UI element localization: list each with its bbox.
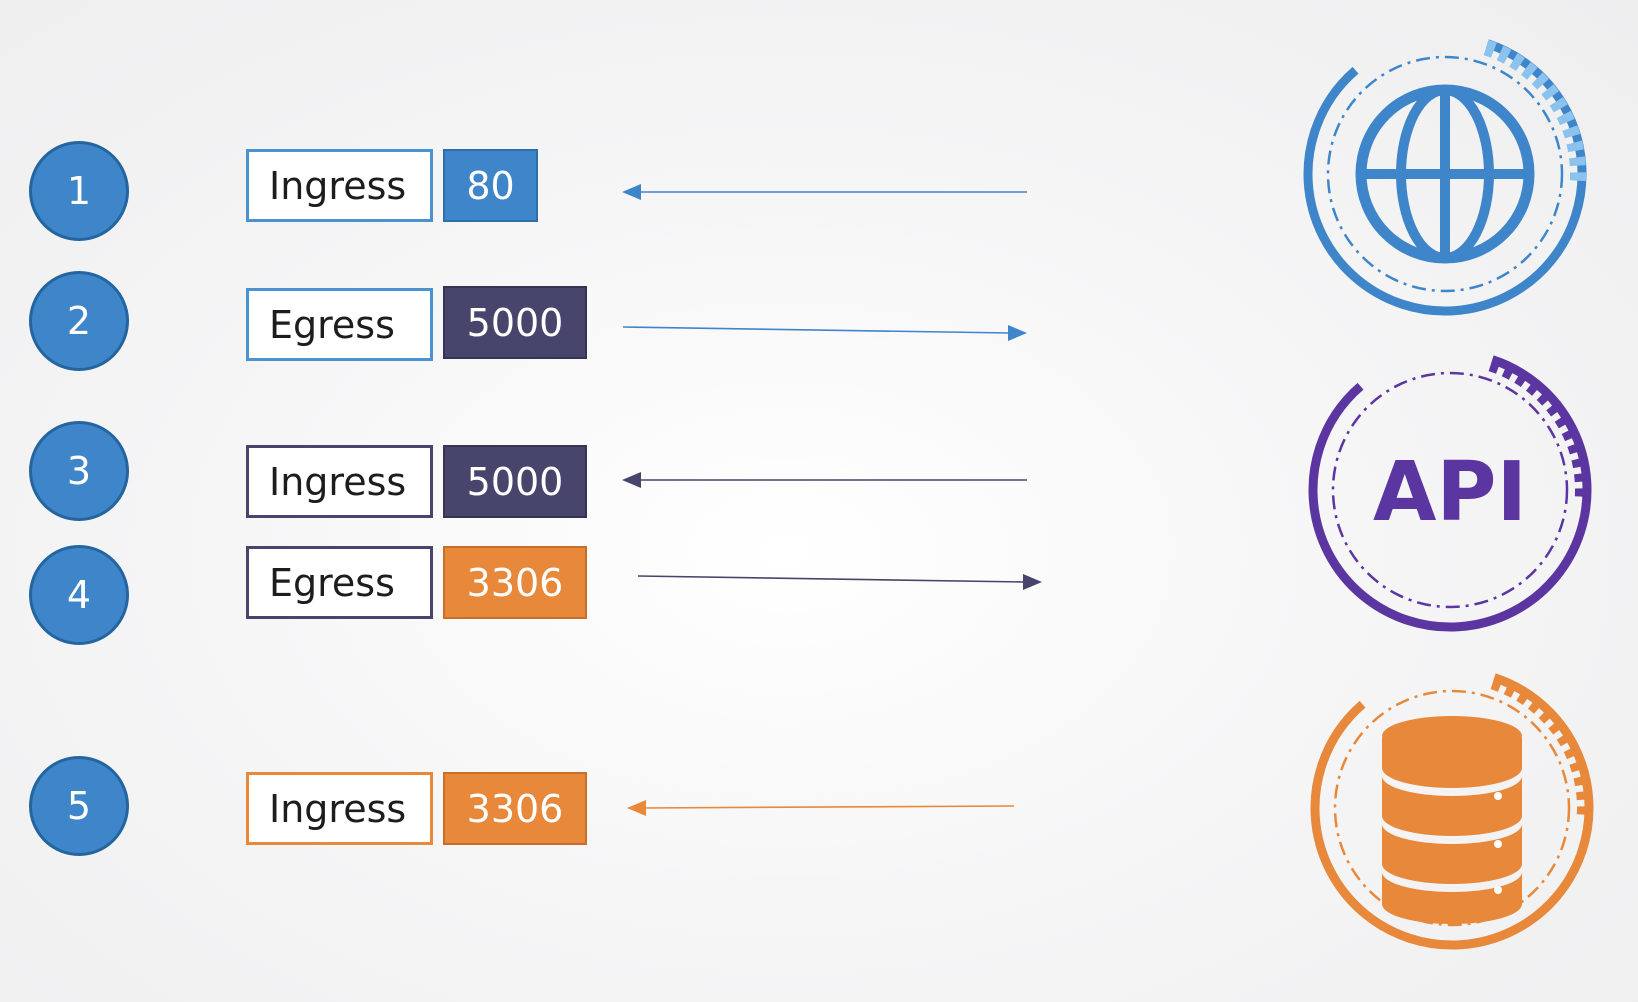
arrow-4 — [637, 575, 1026, 583]
arrow-head-2 — [1008, 325, 1027, 341]
rule-direction-label-5: Ingress — [246, 772, 433, 845]
arrow-2 — [622, 326, 1011, 334]
step-badge-5: 5 — [29, 756, 129, 856]
globe-icon — [1355, 84, 1535, 264]
step-badge-3: 3 — [29, 421, 129, 521]
arrow-5 — [641, 805, 1015, 809]
rule-direction-label-3: Ingress — [246, 445, 433, 518]
step-badge-1: 1 — [29, 141, 129, 241]
database-node — [1310, 666, 1594, 950]
rule-direction-label-4: Egress — [246, 546, 433, 619]
api-label: API — [1373, 445, 1527, 540]
port-box-2: 5000 — [443, 286, 587, 359]
step-badge-4: 4 — [29, 545, 129, 645]
rule-direction-label-2: Egress — [246, 288, 433, 361]
arrow-head-1 — [622, 184, 641, 200]
arrow-head-3 — [622, 472, 641, 488]
api-node: API — [1308, 348, 1592, 632]
port-box-4: 3306 — [443, 546, 587, 619]
port-box-1: 80 — [443, 149, 538, 222]
database-icon — [1382, 716, 1522, 924]
step-badge-2: 2 — [29, 271, 129, 371]
arrow-head-4 — [1023, 574, 1042, 590]
port-box-5: 3306 — [443, 772, 587, 845]
arrow-head-5 — [627, 800, 646, 816]
web-node — [1303, 32, 1587, 316]
port-box-3: 5000 — [443, 445, 587, 518]
rule-direction-label-1: Ingress — [246, 149, 433, 222]
